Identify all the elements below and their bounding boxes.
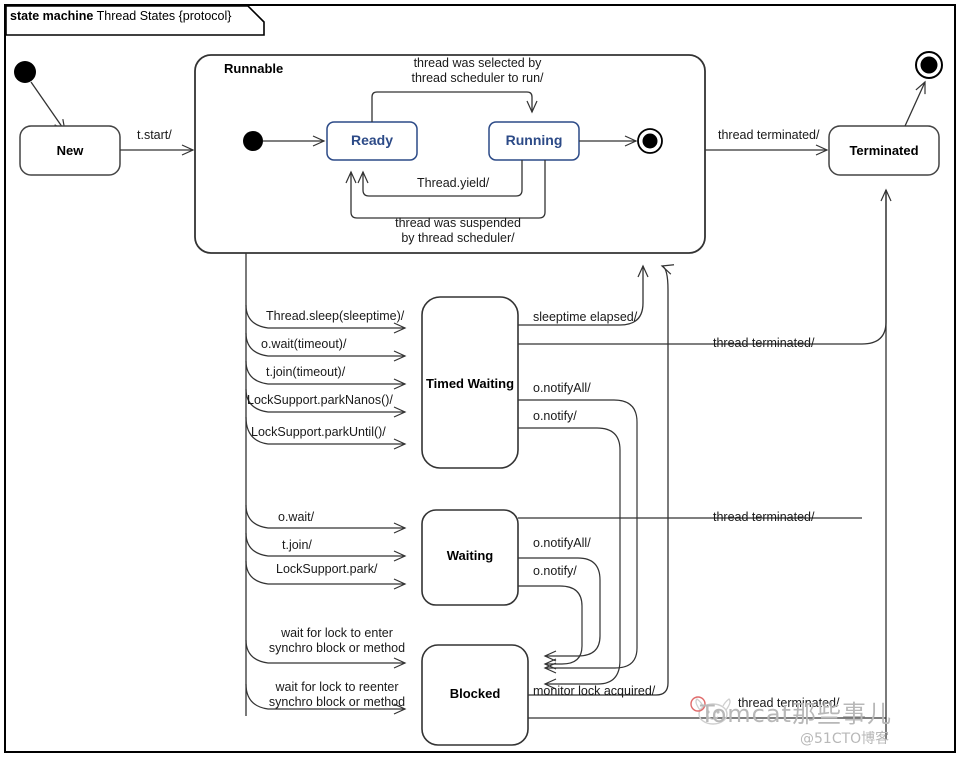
state-ready-label: Ready bbox=[350, 132, 394, 148]
transition-label-lock-enter-line2: synchro block or method bbox=[268, 641, 406, 655]
transition-label-parknanos: LockSupport.parkNanos()/ bbox=[247, 393, 393, 407]
transition-label-selected-line2: thread scheduler to run/ bbox=[411, 71, 544, 85]
edge-waiting-notify-to-blocked bbox=[518, 585, 583, 670]
transition-label-timed-notifyall: o.notifyAll/ bbox=[533, 381, 591, 395]
edge-to-blocked-1 bbox=[245, 639, 407, 669]
edge-waiting-notifyall-to-blocked bbox=[518, 557, 601, 662]
transition-label-timed-notify: o.notify/ bbox=[533, 409, 577, 423]
watermark-sub-text: @51CTO博客 bbox=[800, 731, 890, 747]
transition-label-suspended-line2: by thread scheduler/ bbox=[401, 231, 515, 245]
state-terminated[interactable] bbox=[828, 125, 940, 176]
state-running-label: Running bbox=[505, 132, 563, 148]
state-blocked-label: Blocked bbox=[449, 686, 501, 701]
transition-label-lock-reenter-line1: wait for lock to reenter bbox=[275, 680, 399, 694]
edge-running-to-ready-suspended bbox=[345, 160, 546, 219]
edge-timed-waiting-notifyall-to-blocked bbox=[518, 399, 638, 674]
initial-state-outer bbox=[14, 61, 36, 83]
edge-timed-waiting-notify-to-blocked bbox=[518, 427, 621, 690]
transition-label-waiting-terminated: thread terminated/ bbox=[713, 510, 815, 524]
edge-ready-to-running bbox=[371, 91, 538, 122]
transition-label-yield: Thread.yield/ bbox=[417, 176, 490, 190]
edge-initial-to-new bbox=[30, 81, 66, 133]
watermark-badge-icon bbox=[690, 696, 706, 712]
transition-label-thread-terminated-top: thread terminated/ bbox=[718, 128, 820, 142]
final-state-outer-core bbox=[920, 56, 938, 74]
edge-to-timed-waiting-1 bbox=[245, 304, 407, 334]
state-terminated-label: Terminated bbox=[849, 143, 919, 158]
transition-label-waiting-notifyall: o.notifyAll/ bbox=[533, 536, 591, 550]
transition-label-timed-terminated: thread terminated/ bbox=[713, 336, 815, 350]
transition-label-lock-enter-line1: wait for lock to enter bbox=[281, 626, 393, 640]
state-timed-waiting[interactable] bbox=[421, 296, 519, 469]
transition-label-parkuntil: LockSupport.parkUntil()/ bbox=[251, 425, 386, 439]
transition-label-monitor-lock-acquired: monitor lock acquired/ bbox=[533, 684, 656, 698]
edge-blocked-to-runnable bbox=[528, 264, 675, 696]
transition-label-sleeptime-elapsed: sleeptime elapsed/ bbox=[533, 310, 638, 324]
edge-to-waiting-1 bbox=[245, 504, 407, 534]
edge-to-timed-waiting-2 bbox=[245, 332, 407, 362]
edge-to-timed-waiting-5 bbox=[245, 416, 407, 450]
edge-running-to-ready-yield bbox=[357, 160, 523, 197]
edge-to-waiting-3 bbox=[245, 560, 407, 590]
transition-label-park: LockSupport.park/ bbox=[276, 562, 378, 576]
edge-to-blocked-2 bbox=[245, 683, 407, 715]
edge-to-waiting-2 bbox=[245, 532, 407, 562]
state-waiting-label: Waiting bbox=[446, 548, 494, 563]
transition-label-selected-line1: thread was selected by bbox=[413, 56, 542, 70]
frame-kind-keyword: state machine bbox=[10, 9, 94, 23]
frame-title-tab bbox=[5, 5, 265, 36]
initial-state-runnable bbox=[243, 131, 263, 151]
final-state-runnable-core bbox=[642, 133, 658, 149]
frame-title-text: Thread States {protocol} bbox=[96, 9, 232, 23]
watermark-face-icon bbox=[695, 698, 731, 725]
frame-title: state machine Thread States {protocol} bbox=[10, 9, 231, 23]
transition-label-join-timeout: t.join(timeout)/ bbox=[266, 365, 346, 379]
edge-timed-waiting-to-runnable bbox=[518, 264, 649, 326]
transition-label-sleep: Thread.sleep(sleeptime)/ bbox=[266, 309, 405, 323]
transition-label-wait: o.wait/ bbox=[278, 510, 315, 524]
state-timed-waiting-label: Timed Waiting bbox=[425, 376, 515, 391]
state-runnable[interactable] bbox=[194, 54, 706, 254]
edge-to-timed-waiting-3 bbox=[245, 360, 407, 390]
transition-label-suspended-line1: thread was suspended bbox=[395, 216, 521, 230]
edge-to-timed-waiting-4 bbox=[245, 388, 407, 418]
transition-label-wait-timeout: o.wait(timeout)/ bbox=[261, 337, 347, 351]
transition-label-join: t.join/ bbox=[282, 538, 312, 552]
watermark-main-text: Tomcat那些事儿 bbox=[700, 700, 892, 728]
state-new-label: New bbox=[56, 143, 84, 158]
transition-label-start: t.start/ bbox=[137, 128, 172, 142]
state-runnable-label: Runnable bbox=[224, 61, 284, 76]
edge-terminated-to-final bbox=[904, 80, 926, 127]
transition-label-waiting-notify: o.notify/ bbox=[533, 564, 577, 578]
transition-label-blocked-terminated: thread terminated/ bbox=[738, 696, 840, 710]
transition-label-lock-reenter-line2: synchro block or method bbox=[268, 695, 406, 709]
